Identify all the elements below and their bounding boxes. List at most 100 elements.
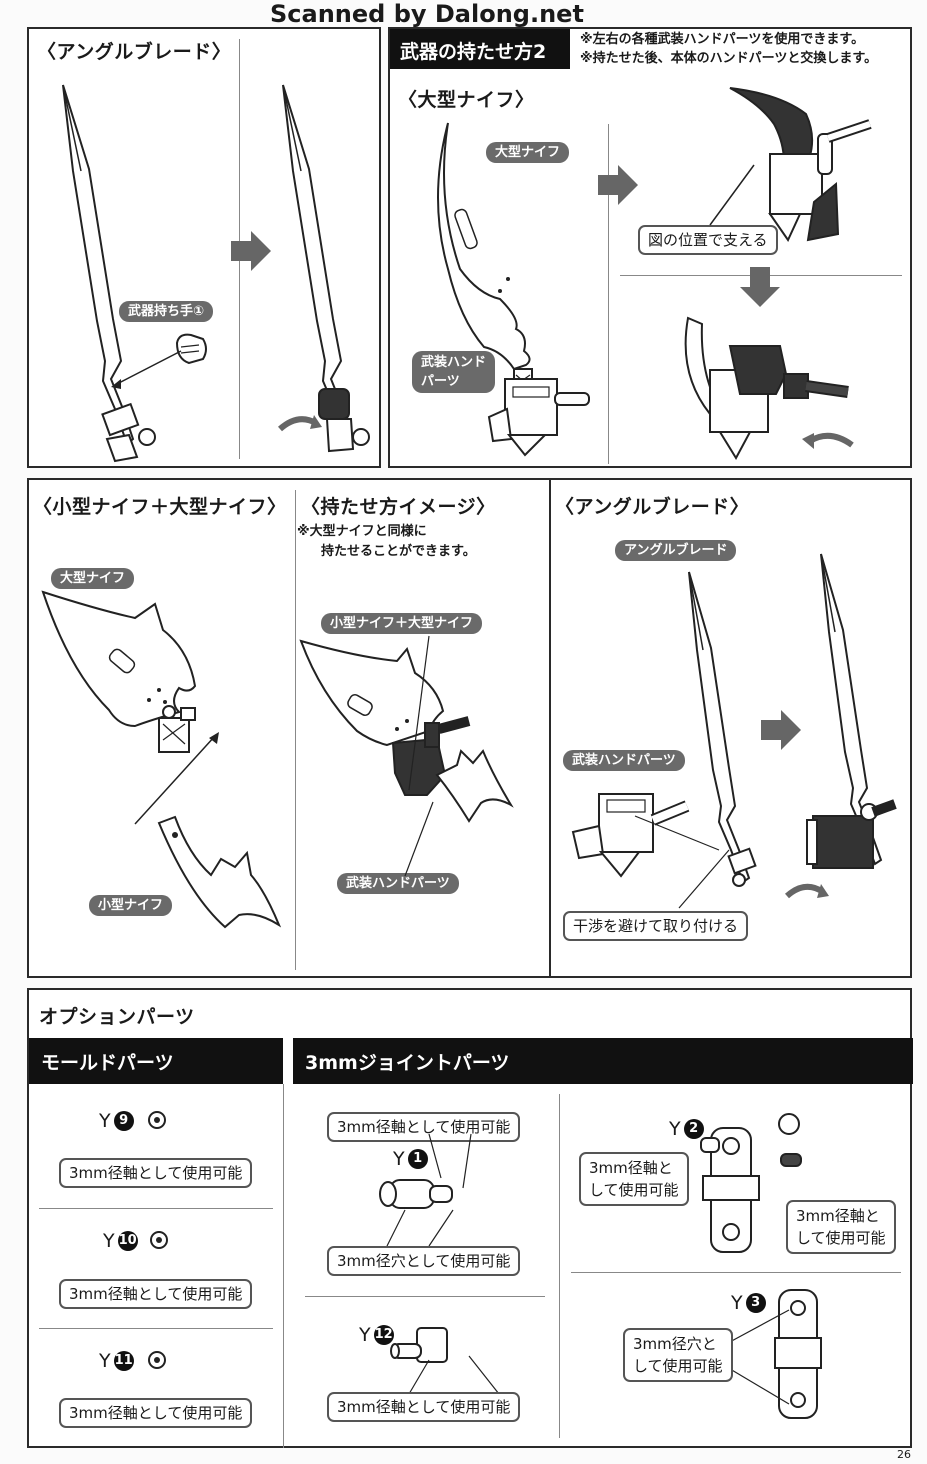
rotate-arrow-icon [802,432,854,449]
part-id-y1: Y 1 [393,1148,428,1170]
rotate-arrow-icon [278,415,322,432]
label-line-2: して使用可能 [633,1357,723,1375]
label-y1-hole: 3mm径穴として使用可能 [327,1246,521,1276]
part-letter: Y [99,1110,111,1132]
divider [39,1328,273,1329]
step-arrow [761,710,801,750]
part-number: 10 [117,1231,138,1251]
part-letter: Y [103,1230,115,1252]
tag-large-knife: 大型ナイフ [486,142,570,163]
header-note-2: ※持たせた後、本体のハンドパーツと交換します。 [580,51,878,66]
tag-small-large-knife: 小型ナイフ＋大型ナイフ [321,613,483,634]
label-y10: 3mm径軸として使用可能 [59,1279,253,1309]
divider [559,1094,560,1438]
panel-weapon-hold-2: 武器の持たせ方2 ※左右の各種武装ハンドパーツを使用できます。 ※持たせた後、本… [388,27,912,468]
label-support-position: 図の位置で支える [638,225,778,255]
label-y3: 3mm径穴と して使用可能 [623,1328,733,1382]
combined-knife-illustration [299,639,514,823]
page-number: 26 [897,1448,911,1461]
tag-armed-hand-parts: 武装ハンドパーツ [563,750,685,771]
panel-title: 〈アングルブレード〉 [37,41,232,63]
part-number: 12 [373,1325,394,1345]
rotate-arrow-icon [785,883,829,899]
part-letter: Y [393,1148,405,1170]
divider [39,1208,273,1209]
joint-part-y2-illustration [700,1113,802,1253]
label-y2-left: 3mm径軸と して使用可能 [579,1152,689,1206]
pointer-lines-y12 [408,1355,500,1395]
label-y2-right: 3mm径軸と して使用可能 [786,1200,896,1254]
tag-line-2: パーツ [421,374,460,389]
small-knife-illustration [157,815,282,929]
angle-blade-illustration-2 [282,84,370,453]
option-parts-title: オプションパーツ [39,1006,195,1028]
pointer-line [709,164,755,226]
image-note-1: ※大型ナイフと同様に [297,524,427,539]
panel-angle-blade-top: 〈アングルブレード〉 武器持ち手① [27,27,381,468]
label-y1-shaft: 3mm径軸として使用可能 [327,1112,521,1142]
tag-weapon-grip-hand: 武器持ち手① [119,301,214,322]
tag-large-knife: 大型ナイフ [51,568,135,589]
section-title-small-large: 〈小型ナイフ＋大型ナイフ〉 [33,496,287,518]
label-y9: 3mm径軸として使用可能 [59,1158,253,1188]
angle-blade-illustration-1 [62,84,156,463]
connection-arrow [134,732,219,825]
divider [571,1272,901,1273]
large-knife-illustration [41,590,197,753]
image-note-2: 持たせることができます。 [321,544,476,559]
armed-hand-illustration [571,793,690,878]
part-id-y10: Y 10 [103,1230,138,1252]
mold-parts-title: モールドパーツ [41,1052,174,1074]
pointer-lines-y1 [386,1133,472,1247]
label-line-1: 3mm径穴と [633,1335,717,1353]
divider [608,124,609,464]
label-y11: 3mm径軸として使用可能 [59,1398,253,1428]
label-y12: 3mm径軸として使用可能 [327,1392,521,1422]
divider [283,1084,284,1448]
part-id-y3: Y 3 [731,1292,766,1314]
joint-parts-title: 3mmジョイントパーツ [305,1052,510,1074]
joint-part-y3-illustration [774,1289,822,1419]
panel-knife-and-blade: 〈小型ナイフ＋大型ナイフ〉 大型ナイフ 小型ナイフ 〈持たせ方イメージ〉 ※大型… [27,478,912,978]
part-id-y9: Y 9 [99,1110,134,1132]
part-number: 2 [683,1119,704,1139]
mold-part-y10-icon [150,1231,168,1249]
part-id-y11: Y 11 [99,1350,134,1372]
step-arrow [231,231,271,271]
part-id-y2: Y 2 [669,1118,704,1140]
angle-blade-illustration [688,571,757,887]
header-title: 武器の持たせ方2 [400,41,547,63]
part-number: 9 [113,1111,134,1131]
joint-part-y12-illustration [390,1327,448,1363]
knife-mounted-illustration [684,316,849,461]
pointer-line [404,635,434,877]
part-letter: Y [359,1324,371,1346]
panel-option-parts: オプションパーツ モールドパーツ Y 9 3mm径軸として使用可能 Y 10 3… [27,988,913,1448]
part-letter: Y [669,1118,681,1140]
step-arrow [598,165,638,205]
part-number: 3 [745,1293,766,1313]
section-title-image: 〈持たせ方イメージ〉 [301,496,496,518]
label-line-1: 3mm径軸と [589,1159,673,1177]
divider [305,1296,545,1297]
label-line-2: して使用可能 [796,1229,886,1247]
tag-armed-hand-parts: 武装ハンド パーツ [412,351,496,393]
pointer-line [634,815,730,909]
hand-part-illustration [175,333,207,365]
mold-parts-header: モールドパーツ [29,1038,283,1084]
label-avoid-interference: 干渉を避けて取り付ける [563,911,749,941]
tag-small-knife: 小型ナイフ [89,895,173,916]
section-title: 〈大型ナイフ〉 [398,89,535,111]
mold-part-y11-icon [148,1351,166,1369]
header-bar: 武器の持たせ方2 [390,29,570,69]
angle-blade-mounted-illustration [806,553,897,869]
armed-hand-illustration [487,378,590,457]
divider [549,480,551,978]
part-id-y12: Y 12 [359,1324,394,1346]
section-title-angle-blade: 〈アングルブレード〉 [555,496,750,518]
tag-angle-blade: アングルブレード [615,540,737,561]
mold-part-y9-icon [148,1111,166,1129]
joint-parts-header: 3mmジョイントパーツ [293,1038,913,1084]
joint-part-y1-illustration [379,1179,453,1209]
knife-in-hand-illustration [729,87,872,243]
